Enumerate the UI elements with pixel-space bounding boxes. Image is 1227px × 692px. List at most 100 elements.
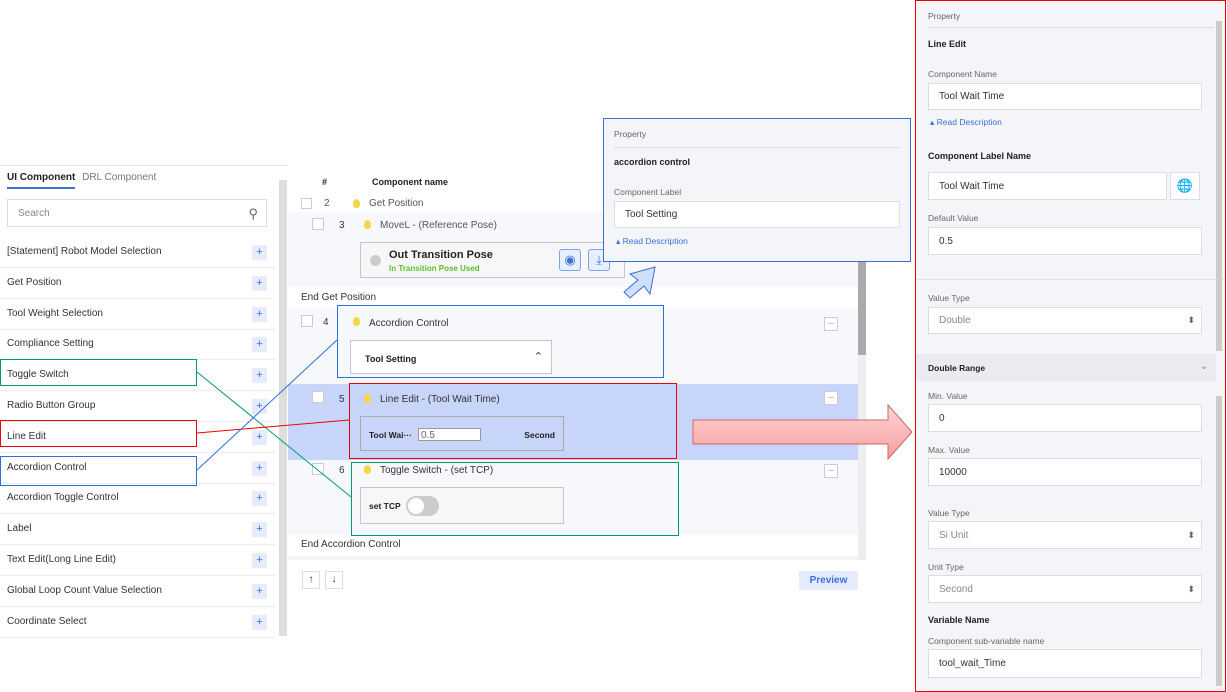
preview-button[interactable]: Preview (799, 571, 858, 590)
bulb-icon (353, 199, 360, 208)
unit-type-select[interactable]: Second (928, 575, 1202, 603)
accordion-property-panel: Property accordion control Component Lab… (603, 118, 911, 262)
component-list-item[interactable]: Global Loop Count Value Selection+ (0, 576, 275, 607)
component-list-item[interactable]: Accordion Toggle Control + (0, 483, 275, 515)
add-icon[interactable]: + (252, 306, 267, 322)
item-label: Accordion Toggle Control (7, 492, 119, 504)
tab-drl-component[interactable]: DRL Component (82, 172, 157, 183)
row-checkbox[interactable] (301, 315, 313, 327)
variable-name-input[interactable]: tool_wait_Time (928, 649, 1202, 678)
item-label: Compliance Setting (7, 338, 94, 350)
collapse-button[interactable]: – (824, 464, 838, 478)
add-icon[interactable]: + (252, 399, 267, 414)
item-label: Radio Button Group (7, 400, 96, 411)
component-name-input[interactable]: Tool Wait Time (928, 83, 1202, 110)
panel-title: Property (928, 11, 961, 21)
row-label: Get Position (369, 198, 424, 209)
input-value: 10000 (939, 466, 967, 478)
component-list-item[interactable]: Get Position + (0, 268, 275, 299)
min-value-input[interactable]: 0 (928, 404, 1202, 432)
block-end-row: End Accordion Control (288, 535, 858, 556)
component-list-item[interactable]: Compliance Setting + (0, 329, 275, 361)
add-icon[interactable]: + (252, 614, 267, 630)
add-icon[interactable]: + (252, 522, 267, 538)
component-label-input[interactable]: Tool Setting (614, 201, 900, 228)
move-down-button[interactable]: ↓ (325, 571, 343, 589)
pose-subtitle: In Transition Pose Used (389, 264, 480, 273)
max-value-input[interactable]: 10000 (928, 458, 1202, 486)
collapse-button[interactable]: – (824, 391, 838, 405)
add-icon[interactable]: + (252, 245, 267, 260)
row-checkbox[interactable] (301, 198, 312, 209)
add-icon[interactable]: + (252, 429, 267, 445)
search-icon[interactable]: ⚲ (248, 206, 258, 221)
search-input[interactable]: Search ⚲ (7, 199, 267, 227)
component-label-name-input[interactable]: Tool Wait Time (928, 172, 1167, 200)
component-list-item[interactable]: Coordinate Select+ (0, 607, 275, 638)
item-label: [Statement] Robot Model Selection (7, 246, 162, 257)
tab-ui-component[interactable]: UI Component (7, 172, 76, 189)
si-unit-select[interactable]: Si Unit (928, 521, 1202, 549)
add-icon[interactable]: + (252, 491, 267, 507)
globe-icon[interactable]: 🌐 (1170, 172, 1200, 200)
input-value: 0.5 (421, 430, 435, 441)
item-label: Get Position (7, 276, 62, 288)
accordion-card[interactable]: Tool Setting ⌃ (350, 340, 552, 374)
table-row[interactable]: 6 Toggle Switch - (set TCP) – set TCP (288, 460, 858, 535)
add-icon[interactable]: + (252, 337, 267, 353)
add-icon[interactable]: + (252, 460, 267, 476)
row-number: 3 (339, 220, 345, 231)
toggle-switch[interactable] (406, 496, 439, 516)
highlight-accordion-control (0, 456, 197, 486)
collapse-button[interactable]: – (824, 317, 838, 331)
read-description-link[interactable]: ▴ Read Description (616, 236, 688, 246)
component-list-item[interactable]: Text Edit(Long Line Edit)+ (0, 545, 275, 576)
input-value: Tool Wait Time (939, 91, 1005, 102)
add-icon[interactable]: + (252, 583, 267, 599)
double-range-header[interactable]: Double Range ⌄ (916, 354, 1216, 381)
row-checkbox[interactable] (312, 391, 324, 403)
input-value: 0.5 (939, 235, 953, 247)
read-description-link[interactable]: ▴ Read Description (930, 117, 1002, 127)
section-title: Component Label Name (928, 151, 1032, 161)
table-row[interactable]: 4 Accordion Control – Tool Setting ⌃ (288, 308, 858, 384)
status-dot (370, 255, 381, 266)
line-edit-card: Tool Wai··· 0.5 Second (360, 416, 564, 451)
scrollbar[interactable] (279, 180, 287, 636)
col-component-name: Component name (372, 177, 449, 187)
input-value: Tool Wait Time (939, 180, 1005, 192)
select-value: Double (939, 315, 971, 326)
input-value: Tool Setting (625, 209, 678, 220)
pointer-arrow (623, 266, 656, 299)
row-number: 4 (323, 317, 329, 328)
toggle-card: set TCP (360, 487, 564, 524)
record-button[interactable]: ◉ (559, 249, 581, 271)
row-checkbox[interactable] (312, 218, 324, 230)
scrollbar[interactable] (1216, 396, 1222, 686)
add-icon[interactable]: + (252, 368, 267, 384)
chevron-down-icon[interactable]: ⌄ (1199, 361, 1208, 372)
default-value-input[interactable]: 0.5 (928, 227, 1202, 255)
component-list-item[interactable]: Radio Button Group + (0, 391, 275, 422)
field-caption: Value Type (928, 508, 970, 518)
line-edit-property-panel: Property Line Edit Component Name Tool W… (915, 0, 1226, 692)
chevron-up-icon[interactable]: ⌃ (533, 351, 543, 363)
component-list-item[interactable]: Tool Weight Selection+ (0, 299, 275, 330)
line-edit-input[interactable]: 0.5 (418, 428, 481, 441)
add-icon[interactable]: + (252, 275, 267, 291)
component-list-item[interactable]: Label+ (0, 514, 275, 546)
bulb-icon (364, 220, 371, 229)
add-icon[interactable]: + (252, 553, 267, 568)
value-type-select[interactable]: Double (928, 307, 1202, 334)
scrollbar[interactable] (858, 175, 866, 625)
row-checkbox[interactable] (312, 463, 324, 475)
highlight-accordion-row (337, 305, 664, 378)
bulb-icon (364, 465, 371, 474)
highlight-line-edit-row (349, 383, 677, 459)
row-number: 5 (339, 394, 345, 405)
move-up-button[interactable]: ↑ (302, 571, 320, 589)
component-list-item[interactable]: [Statement] Robot Model Selection + (0, 237, 275, 268)
highlight-toggle-switch (0, 359, 197, 386)
scrollbar[interactable] (1216, 21, 1222, 351)
unit-label: Second (524, 430, 555, 440)
